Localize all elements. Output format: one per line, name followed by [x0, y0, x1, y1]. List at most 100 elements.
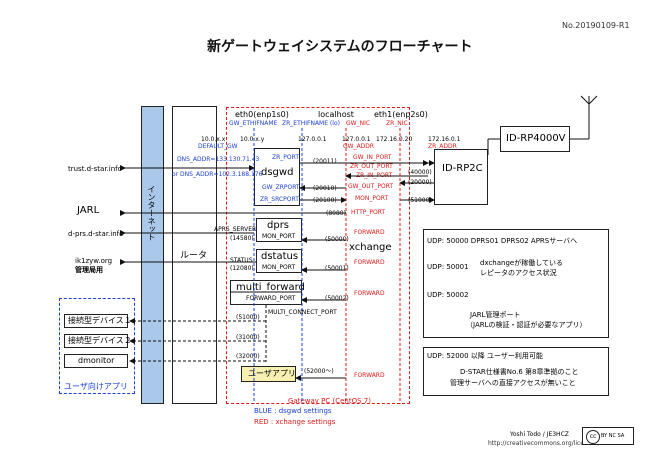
legend-blue: BLUE : dsgwd settings — [254, 407, 332, 415]
device-1-label: 接続型デバイス１ — [68, 316, 132, 325]
multi-forward-title: multi_forward — [236, 282, 305, 293]
multi-connect-port-label: MULTI_CONNECT_PORT — [268, 309, 337, 316]
note-50000: UDP: 50000 DPRS01 DPRS02 APRSサーバへ — [427, 237, 578, 245]
admin-station-label: 管理局用 — [75, 266, 103, 274]
router-label: ルータ — [180, 251, 208, 261]
idrp2c-box — [434, 149, 488, 205]
xchange-title: xchange — [349, 242, 392, 253]
idrp4000v-label: ID-RP4000V — [506, 133, 566, 144]
note-50001-num: UDP: 50001 — [427, 263, 469, 271]
dstatus-box — [256, 249, 302, 273]
note-52000-l2: 管理サーバへの直接アクセスが無いこと — [450, 379, 576, 387]
gw-addr-label: GW_ADDR — [343, 143, 375, 150]
note-50002-l2: （JARLの検証・認証が必要なアプリ） — [466, 321, 587, 329]
zr-addr-label: ZR_ADDR — [428, 143, 457, 150]
page-title: 新ゲートウェイシステムのフローチャート — [207, 39, 473, 55]
forward-label-1: FORWARD — [354, 229, 385, 236]
aprs-server-label: APRS_SERVER — [214, 226, 257, 233]
notes-box-top — [423, 229, 609, 338]
zr-nic-label: ZR_NIC — [386, 120, 408, 127]
note-50001-l1: dxchangeが稼働している — [480, 259, 564, 267]
antenna-icon — [580, 95, 598, 139]
port-51000-b: (51000) — [236, 314, 260, 321]
dsgwd-box — [254, 148, 300, 206]
dprs-title: dprs — [267, 220, 290, 231]
dprs-server-label: d-prs.d-star.info — [68, 230, 124, 238]
gw-in-port-label: GW_IN_PORT — [353, 154, 392, 161]
internet-cloud — [141, 106, 164, 404]
cc-license-badge: cc BY NC SA — [582, 427, 634, 445]
mon-port-label-r: MON_PORT — [355, 195, 389, 202]
zr-port-label: ZR_PORT — [272, 154, 300, 161]
idrp2c-label: ID-RP2C — [442, 163, 483, 174]
zr-out-port-label: ZR_OUT_PORT — [350, 163, 393, 170]
router-ip: 10.0.x.x — [201, 136, 226, 143]
gw-ethifname-label: GW_ETHIFNAME — [229, 120, 278, 127]
dprs-mon-port: MON_PORT — [262, 233, 296, 240]
status-label: STATUS — [230, 257, 253, 264]
dmonitor-box[interactable] — [64, 354, 128, 368]
gw-ip: 10.0.x.y — [240, 136, 265, 143]
http-port-label: HTTP_PORT — [351, 209, 386, 216]
note-52000-l1: D-STAR仕様書No.6 第8章準拠のこと — [460, 368, 579, 376]
dstatus-title: dstatus — [261, 251, 299, 262]
note-50001-l2: レピータのアクセス状況 — [480, 269, 557, 277]
ik1zyw-label: ik1zyw.org — [75, 257, 113, 265]
jarl-label: JARL — [77, 205, 100, 216]
dstatus-mon-port: MON_PORT — [262, 264, 296, 271]
legend-red: RED : xchange settings — [254, 418, 336, 426]
router-box — [172, 106, 217, 404]
port-50002: (50002) — [325, 295, 349, 302]
port-32000: (32000) — [236, 353, 260, 360]
device-2-label: 接続型デバイス２ — [68, 336, 132, 345]
device-1-box[interactable] — [64, 314, 128, 328]
notes-box-bottom — [423, 347, 609, 396]
idrp4000v-box — [500, 126, 570, 152]
cc-license-text: BY NC SA — [601, 433, 625, 439]
zr-ethifname-label: ZR_ETHIFNAME (lo) — [282, 120, 340, 127]
dsgwd-title: dsgwd — [261, 167, 294, 178]
port-52000: (52000〜) — [304, 368, 334, 375]
port-31000: (31000) — [236, 334, 260, 341]
port-40000: (40000) — [408, 169, 432, 176]
multi-forward-port: FORWARD_PORT — [246, 295, 296, 302]
gateway-pc-label: Gateway PC (CentOS 7) — [288, 397, 371, 405]
forward-label-4: FORWARD — [354, 372, 385, 379]
port-12080: (12080) — [230, 265, 254, 272]
default-gw-label: DEFAULT_GW — [198, 143, 238, 150]
gw-out-port-label: GW_OUT_PORT — [348, 183, 394, 190]
zr-srcport-label: ZR_SRCPORT — [260, 196, 299, 203]
gw-zrport-label: GW_ZRPORT — [262, 184, 300, 191]
localhost-label: localhost — [318, 110, 354, 119]
dns-addr-2: or DNS_ADDR=102.3.188.176 — [172, 171, 263, 178]
idrp2c-ip: 172.16.0.1 — [428, 136, 461, 143]
dmonitor-label: dmonitor — [78, 356, 115, 365]
gw-nic-label: GW_NIC — [346, 120, 371, 127]
author-label: Yoshi Todo / JE3HCZ — [510, 431, 569, 438]
note-50002-l1: JARL管理ポート — [470, 311, 521, 319]
trust-server-label: trust.d-star.info — [68, 165, 122, 173]
doc-number: No.20190109-R1 — [562, 21, 630, 30]
user-app-box[interactable] — [241, 366, 296, 382]
user-apps-group — [59, 298, 135, 394]
license-url[interactable]: http://creativecommons.org/licenses/ — [488, 440, 600, 447]
dns-addr-1: DNS_ADDR=133.130.71.43 — [177, 156, 260, 163]
forward-label-2: FORWARD — [354, 259, 385, 266]
eth1-ip: 172.16.0.20 — [376, 136, 413, 143]
port-14580: (14580) — [230, 235, 254, 242]
lo-ip-2: 127.0.0.1 — [342, 136, 371, 143]
dprs-box — [256, 218, 302, 242]
user-app-label: ユーザアプリ — [248, 369, 296, 378]
cc-icon: cc — [586, 430, 600, 444]
eth1-label: eth1(enp2s0) — [374, 110, 428, 119]
gateway-pc-box — [226, 107, 410, 404]
note-50002-num: UDP: 50002 — [427, 291, 469, 299]
eth0-label: eth0(enp1s0) — [235, 110, 289, 119]
port-20011: (20011) — [313, 158, 337, 165]
lo-ip-1: 127.0.0.1 — [298, 136, 327, 143]
forward-label-3: FORWARD — [354, 290, 385, 297]
device-2-box[interactable] — [64, 334, 128, 348]
port-50001: (50001) — [325, 265, 349, 272]
